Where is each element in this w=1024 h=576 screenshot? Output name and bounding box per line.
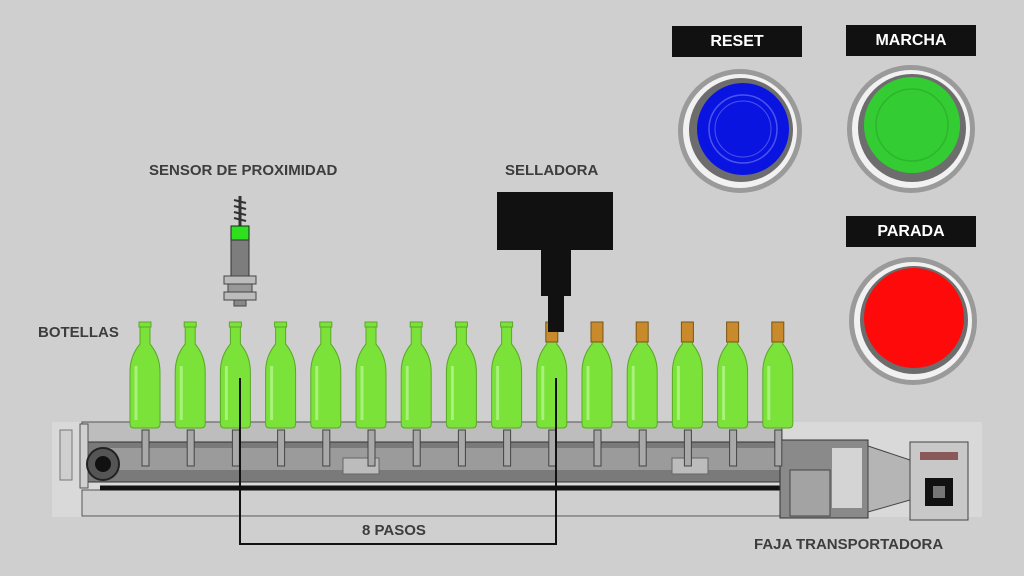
bottle-cap bbox=[635, 321, 649, 343]
conveyor-post bbox=[367, 429, 376, 467]
bottle bbox=[265, 321, 297, 429]
start-button[interactable] bbox=[846, 64, 976, 194]
bottle bbox=[717, 321, 749, 429]
bottle bbox=[400, 321, 432, 429]
sealer-icon bbox=[497, 192, 613, 332]
reset-button[interactable] bbox=[677, 68, 803, 194]
bottle-cap bbox=[771, 321, 785, 343]
bottle-cap bbox=[680, 321, 694, 343]
conveyor-post bbox=[186, 429, 195, 467]
bottle bbox=[536, 321, 568, 429]
bottle bbox=[491, 321, 523, 429]
stop-button[interactable] bbox=[846, 256, 980, 386]
conveyor-post bbox=[774, 429, 783, 467]
drive-pulley bbox=[86, 447, 120, 481]
conveyor-post bbox=[683, 429, 692, 467]
steps-bracket bbox=[239, 378, 557, 545]
start-label: MARCHA bbox=[846, 25, 976, 56]
bottle-row bbox=[129, 321, 794, 429]
conveyor-post bbox=[503, 429, 512, 467]
bottle bbox=[174, 321, 206, 429]
conveyor-label: FAJA TRANSPORTADORA bbox=[754, 536, 944, 553]
bottles-label: BOTELLAS bbox=[38, 324, 119, 341]
conveyor-post bbox=[548, 429, 557, 467]
conveyor bbox=[52, 421, 982, 521]
bottle-cap bbox=[590, 321, 604, 343]
proximity-sensor-icon bbox=[223, 196, 257, 307]
bottle bbox=[581, 321, 613, 429]
sealer-label: SELLADORA bbox=[505, 162, 599, 179]
bottle bbox=[310, 321, 342, 429]
bottle bbox=[762, 321, 794, 429]
conveyor-motor bbox=[779, 439, 969, 521]
conveyor-post bbox=[638, 429, 647, 467]
conveyor-post bbox=[593, 429, 602, 467]
bottle bbox=[219, 321, 251, 429]
stop-label: PARADA bbox=[846, 216, 976, 247]
conveyor-post bbox=[412, 429, 421, 467]
steps-label: 8 PASOS bbox=[358, 522, 430, 539]
conveyor-post bbox=[322, 429, 331, 467]
bottle bbox=[626, 321, 658, 429]
conveyor-post bbox=[231, 429, 240, 467]
bottle bbox=[355, 321, 387, 429]
bottle bbox=[129, 321, 161, 429]
conveyor-post bbox=[729, 429, 738, 467]
conveyor-post bbox=[277, 429, 286, 467]
reset-label: RESET bbox=[672, 26, 802, 57]
conveyor-supports bbox=[141, 429, 783, 467]
bottle bbox=[445, 321, 477, 429]
sensor-label: SENSOR DE PROXIMIDAD bbox=[149, 162, 338, 179]
bottle bbox=[671, 321, 703, 429]
conveyor-post bbox=[457, 429, 466, 467]
bottle-cap bbox=[726, 321, 740, 343]
conveyor-post bbox=[141, 429, 150, 467]
